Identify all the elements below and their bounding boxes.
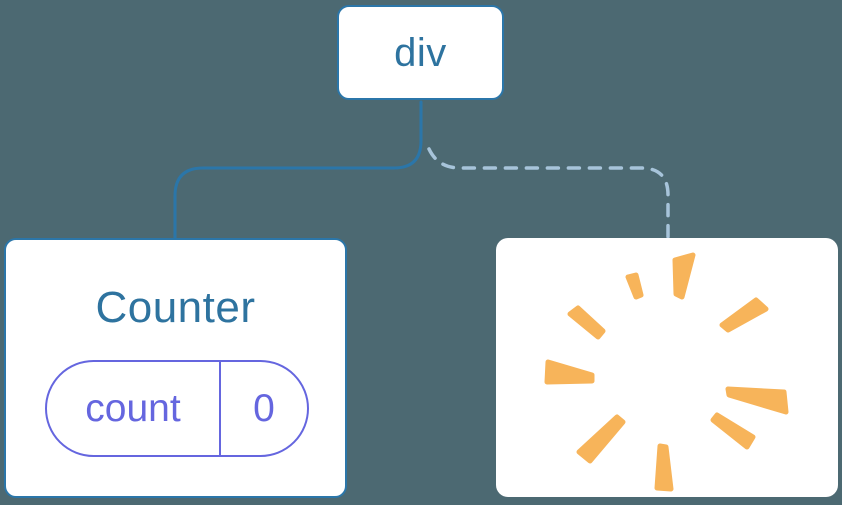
state-key: count xyxy=(47,362,221,455)
connector-dashed-right xyxy=(427,147,670,242)
poof-ray xyxy=(544,359,595,385)
tree-node-removed xyxy=(496,238,838,497)
state-pill: count 0 xyxy=(45,360,309,457)
poof-ray xyxy=(672,252,696,300)
connector-solid-left xyxy=(173,100,423,242)
counter-node-title: Counter xyxy=(95,283,256,332)
poof-ray xyxy=(719,297,769,333)
tree-node-counter: Counter count 0 xyxy=(4,238,347,498)
node-label: div xyxy=(394,30,447,75)
state-value: 0 xyxy=(253,386,275,430)
poof-ray xyxy=(567,305,606,340)
poof-ray xyxy=(710,412,756,450)
poof-ray xyxy=(625,272,644,300)
poof-ray xyxy=(725,386,789,415)
poof-ray xyxy=(576,414,626,464)
poof-ray xyxy=(654,443,674,492)
poof-icon xyxy=(544,252,789,492)
tree-node-div: div xyxy=(337,5,504,100)
